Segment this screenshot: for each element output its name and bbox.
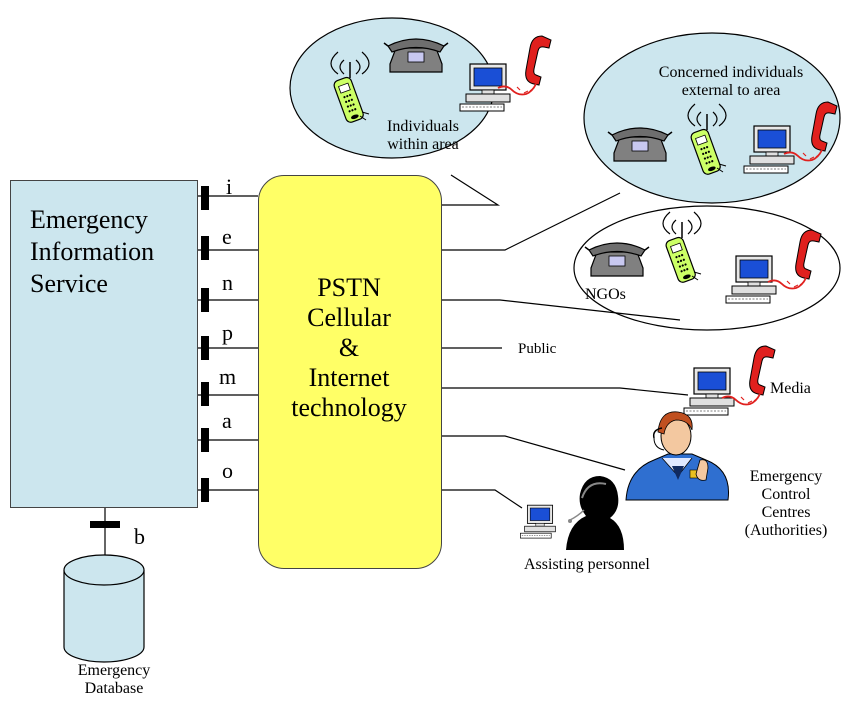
label-emergency-control-centres: Emergency Control Centres (Authorities) [728,468,844,540]
interface-label-o: o [222,458,233,483]
database-cylinder-icon [63,554,145,663]
eis-title: Emergency Information Service [30,204,200,300]
label-line: Individuals [387,118,459,135]
connector-e [201,236,209,260]
link-ngos [440,299,681,321]
label-line: Emergency [749,468,823,485]
link-external [440,192,621,251]
label-line: Control [761,486,811,503]
link-within-area [440,174,501,206]
connector-b [90,521,120,528]
label-concerned-individuals-external: Concerned individuals external to area [624,64,838,100]
network-title-line: PSTN [317,273,381,302]
connector-p [201,336,209,360]
interface-label-b: b [134,524,145,549]
database-label: Emergency Database [64,662,164,698]
network-title: PSTN Cellular & Internet technology [258,273,440,423]
label-individuals-within-area: Individuals within area [368,118,478,154]
desk-phone-icon [584,242,650,277]
interface-label-e: e [222,224,232,249]
network-title-line: & [338,333,360,362]
computer-icon [683,367,735,416]
eis-title-line: Service [30,269,108,298]
desk-phone-icon [607,127,673,162]
network-box [258,175,442,569]
connector-o [201,478,209,502]
label-line: external to area [681,82,781,99]
network-title-line: Cellular [307,303,391,332]
ellipse-ngos [573,205,841,331]
interface-label-a: a [222,408,232,433]
desk-phone-icon [383,38,449,73]
label-ngos: NGOs [585,286,626,303]
ellipse-external [583,32,841,204]
label-line: Centres [761,504,811,521]
connector-m [201,382,209,406]
connector-a [201,428,209,452]
network-title-line: technology [291,393,407,422]
link-media [440,387,689,396]
headset-person-icon [566,476,624,550]
label-line: (Authorities) [744,522,828,539]
label-media: Media [770,380,811,397]
label-public: Public [518,341,557,357]
link-assisting [440,489,523,509]
computer-icon [519,504,556,539]
police-officer-icon [625,411,730,501]
network-title-line: Internet [308,363,390,392]
label-line: Concerned individuals [658,64,804,81]
interface-label-p: p [222,320,233,345]
connector-i [201,186,209,210]
eis-title-line: Emergency [30,205,148,234]
interface-label-i: i [226,174,233,199]
link-control [440,435,626,471]
database-label-line: Emergency [77,662,151,679]
interface-label-m: m [219,364,237,389]
label-assisting-personnel: Assisting personnel [524,556,650,573]
database-label-line: Database [84,680,144,697]
interface-label-n: n [222,270,233,295]
eis-title-line: Information [30,237,155,266]
label-line: within area [387,136,459,153]
connector-n [201,288,209,312]
emergency-information-service-box [10,180,198,508]
